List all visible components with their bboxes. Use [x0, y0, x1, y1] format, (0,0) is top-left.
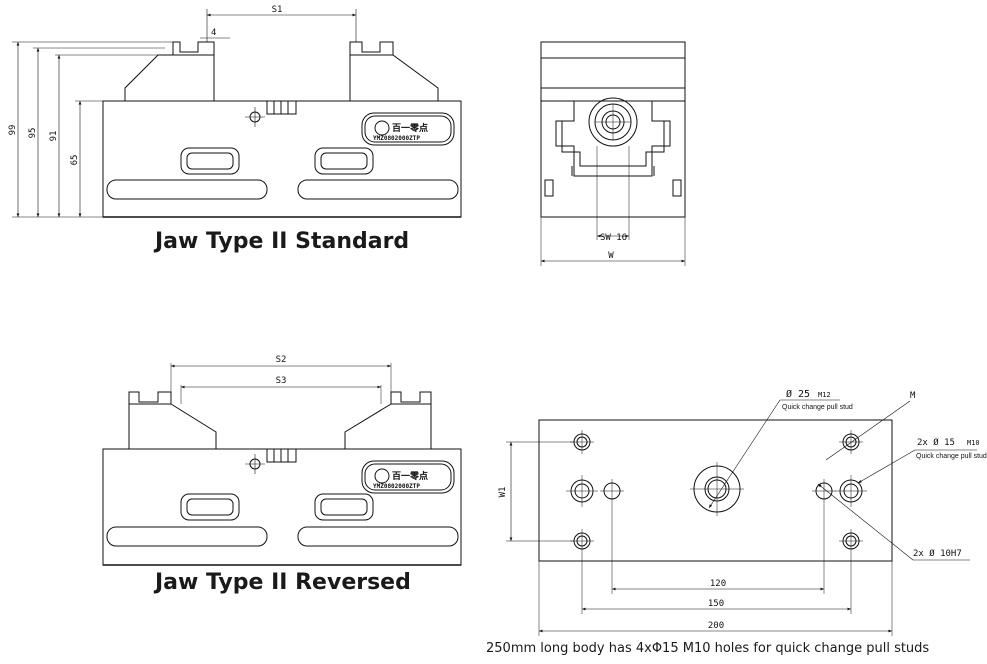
label-200: 200 [708, 621, 724, 631]
label-stud1: Quick change pull stud [782, 404, 853, 411]
label-w1: W1 [498, 487, 508, 498]
caption-standard: Jaw Type II Standard [155, 229, 410, 254]
name-plate [361, 112, 455, 146]
pocket-right [314, 147, 374, 175]
base-slot-left [106, 179, 268, 200]
end-dim-labels: SW 16 W [600, 233, 627, 261]
top-body [538, 419, 893, 562]
label-m12: M12 [818, 391, 831, 399]
reversed-dim-labels: S2 S3 百一零点 YMZ0802000ZTP [276, 355, 428, 490]
plate-brand-reversed: 百一零点 [392, 470, 428, 482]
standard-dim-labels: S1 4 99 95 91 65 百一零点 YMZ0802000ZTP [8, 5, 428, 165]
footnote: 250mm long body has 4xΦ15 M10 holes for … [486, 641, 930, 656]
dowel-hole-right [812, 479, 836, 503]
center-bolt [588, 97, 638, 147]
label-stud2: Quick change pull stud [916, 453, 987, 460]
logo-icon [374, 120, 390, 136]
label-m10: M10 [967, 439, 980, 447]
base-slot-right [297, 179, 459, 200]
caption-reversed: Jaw Type II Reversed [155, 570, 411, 595]
plate-model-reversed: YMZ0802000ZTP [373, 483, 420, 490]
center-pull-stud-hole [690, 462, 744, 516]
dim-s1: S1 [272, 5, 283, 15]
plate-brand: 百一零点 [392, 122, 428, 134]
reversed-view [102, 363, 462, 566]
dim-gap: 4 [211, 28, 216, 38]
dim-s3: S3 [276, 376, 287, 386]
plate-model: YMZ0802000ZTP [373, 135, 420, 142]
jaw-profile [541, 100, 685, 177]
left-jaw [124, 41, 215, 102]
pull-stud-hole-right [835, 475, 867, 507]
name-plate-reversed [361, 460, 455, 494]
hole-upper-right [839, 430, 863, 454]
standard-view [12, 9, 462, 218]
top-view-labels: Ø 25 M12 Quick change pull stud M 2x Ø 1… [498, 388, 987, 631]
label-h7: 2x Ø 10H7 [913, 548, 962, 559]
label-d15: 2x Ø 15 [917, 437, 955, 448]
dowel-hole-left [600, 479, 624, 503]
dim-h65: 65 [70, 155, 80, 166]
label-150: 150 [708, 599, 724, 609]
dim-h95: 95 [28, 128, 38, 139]
hole-lower-right [839, 529, 863, 553]
right-jaw [349, 41, 439, 102]
top-view [506, 399, 977, 636]
pull-stud-hole-left [566, 475, 598, 507]
label-d25: Ø 25 [786, 388, 810, 400]
pocket-left [180, 147, 240, 175]
right-jaw-reversed [344, 391, 432, 450]
vise-body [102, 100, 462, 218]
dim-w: W [608, 251, 614, 261]
label-120: 120 [710, 579, 726, 589]
vise-body-reversed [102, 448, 462, 566]
end-view [540, 41, 686, 266]
dim-s2: S2 [276, 355, 287, 365]
dim-h99: 99 [8, 125, 18, 136]
dim-sw: SW 16 [600, 233, 627, 243]
label-m: M [910, 391, 916, 401]
dim-h91: 91 [49, 131, 59, 142]
left-jaw-reversed [128, 391, 217, 450]
